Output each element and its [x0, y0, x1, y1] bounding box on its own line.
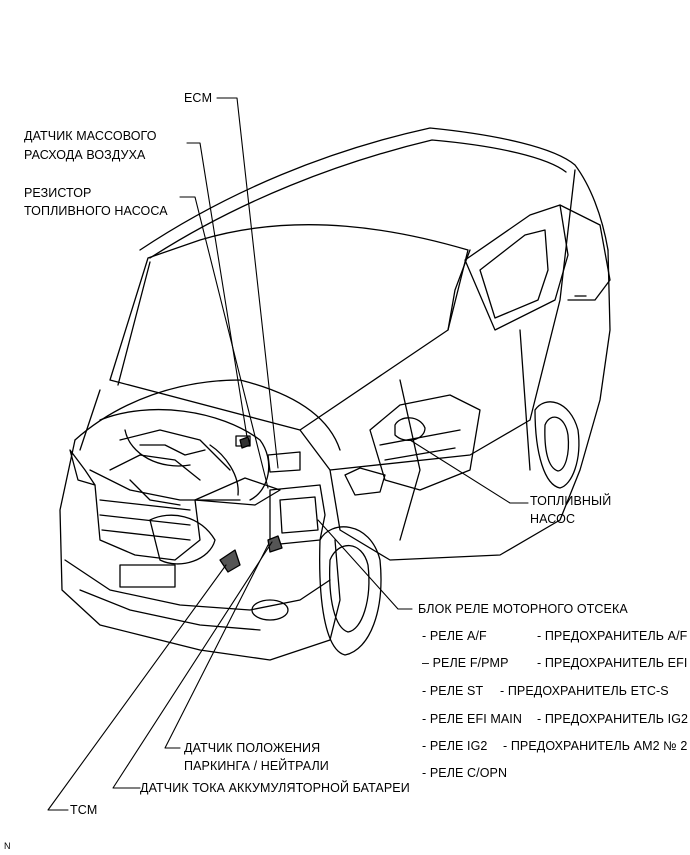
maf-leader — [186, 142, 248, 438]
park-neutral-label-line2: ПАРКИНГА / НЕЙТРАЛИ — [184, 759, 329, 773]
relay-item-left: - РЕЛЕ ST — [422, 684, 484, 698]
relay-item-left: - РЕЛЕ C/OPN — [422, 766, 508, 780]
relay-item-left: – РЕЛЕ F/PMP — [422, 656, 509, 670]
park-neutral-leader — [164, 544, 269, 749]
leader-lines — [47, 97, 529, 811]
fuel-resistor-leader — [179, 196, 269, 489]
battery-current-sensor-label: ДАТЧИК ТОКА АККУМУЛЯТОРНОЙ БАТАРЕИ — [140, 781, 410, 795]
relay-item-right: - ПРЕДОХРАНИТЕЛЬ A/F — [537, 629, 688, 643]
maf-label-line1: ДАТЧИК МАССОВОГО — [24, 129, 157, 143]
relay-item-right: - ПРЕДОХРАНИТЕЛЬ IG2 — [537, 712, 689, 726]
relay-item-left: - РЕЛЕ EFI MAIN — [422, 712, 522, 726]
fuel-pump-leader — [409, 439, 529, 504]
tcm-label: TCM — [70, 803, 98, 817]
fuel-resistor-label-line2: ТОПЛИВНОГО НАСОСА — [24, 204, 168, 218]
battery-sensor-leader — [112, 541, 273, 789]
maf-label-line2: РАСХОДА ВОЗДУХА — [24, 148, 146, 162]
tcm-leader — [47, 564, 227, 811]
corner-mark: N — [4, 841, 11, 851]
relay-item-right: - ПРЕДОХРАНИТЕЛЬ EFI — [537, 656, 688, 670]
ecm-leader — [216, 97, 279, 469]
relay-item-right: - ПРЕДОХРАНИТЕЛЬ ETC-S — [500, 684, 669, 698]
fuel-pump-label-line1: ТОПЛИВНЫЙ — [530, 494, 612, 508]
relay-block-title: БЛОК РЕЛЕ МОТОРНОГО ОТСЕКА — [418, 602, 628, 616]
ecm-label: ECM — [184, 91, 213, 105]
relay-item-right: - ПРЕДОХРАНИТЕЛЬ AM2 № 2 — [503, 739, 688, 753]
fuel-pump-label-line2: НАСОС — [530, 512, 576, 526]
relay-block-leader — [317, 519, 413, 610]
relay-item-left: - РЕЛЕ A/F — [422, 629, 487, 643]
fuel-resistor-label-line1: РЕЗИСТОР — [24, 186, 92, 200]
vehicle-body — [59, 127, 611, 661]
relay-item-left: - РЕЛЕ IG2 — [422, 739, 488, 753]
park-neutral-label-line1: ДАТЧИК ПОЛОЖЕНИЯ — [184, 741, 321, 755]
